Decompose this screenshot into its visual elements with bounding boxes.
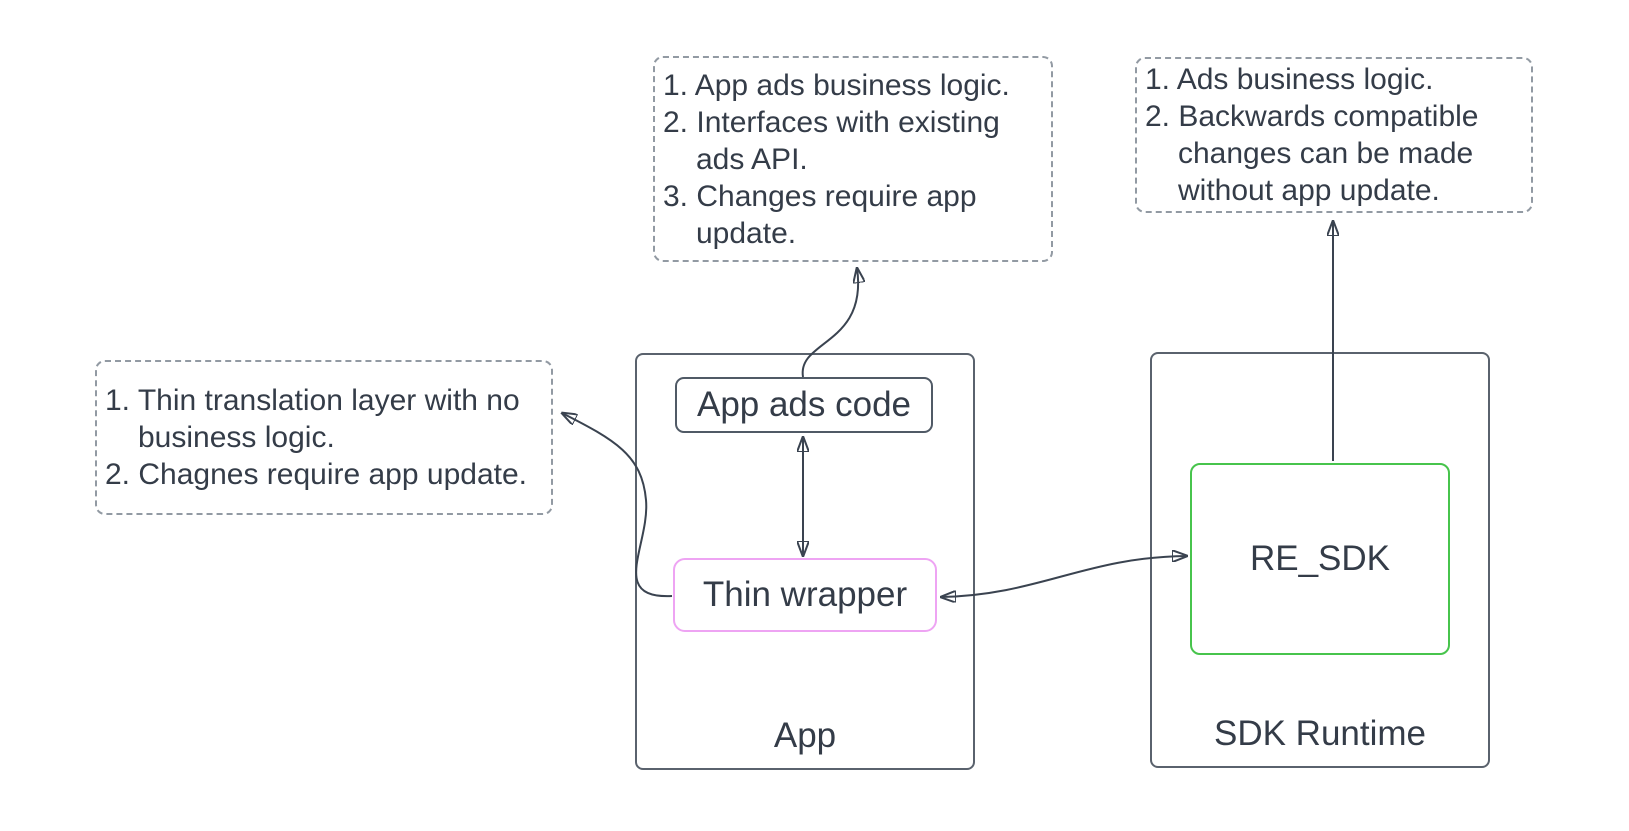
note-body: 1. App ads business logic. 2. Interfaces… [663, 67, 1039, 252]
note-body: 1. Thin translation layer with no busine… [105, 382, 550, 493]
note-thin-wrapper-details: 1. Thin translation layer with no busine… [95, 360, 553, 515]
note-item: 2. Backwards compatible changes can be m… [1145, 100, 1479, 207]
note-item: 1. Ads business logic. [1145, 63, 1434, 96]
note-item: 3. Changes require app update. [663, 179, 977, 250]
node-app-ads-code: App ads code [675, 377, 933, 433]
note-item: 2. Chagnes require app update. [105, 458, 527, 491]
node-thin-wrapper-label: Thin wrapper [702, 575, 908, 614]
note-body: 1. Ads business logic. 2. Backwards comp… [1145, 61, 1531, 209]
node-thin-wrapper: Thin wrapper [673, 558, 937, 632]
node-re-sdk: RE_SDK [1190, 463, 1450, 655]
note-re-sdk-details: 1. Ads business logic. 2. Backwards comp… [1135, 57, 1533, 213]
node-re-sdk-label: RE_SDK [1249, 539, 1391, 578]
note-item: 1. App ads business logic. [663, 68, 1010, 102]
group-app-label: App [773, 716, 837, 755]
note-item: 1. Thin translation layer with no busine… [105, 384, 520, 454]
note-item: 2. Interfaces with existing ads API. [663, 105, 1000, 176]
note-app-ads-code-details: 1. App ads business logic. 2. Interfaces… [653, 56, 1053, 262]
node-app-ads-code-label: App ads code [696, 385, 912, 424]
group-sdk-runtime-label: SDK Runtime [1213, 714, 1427, 753]
